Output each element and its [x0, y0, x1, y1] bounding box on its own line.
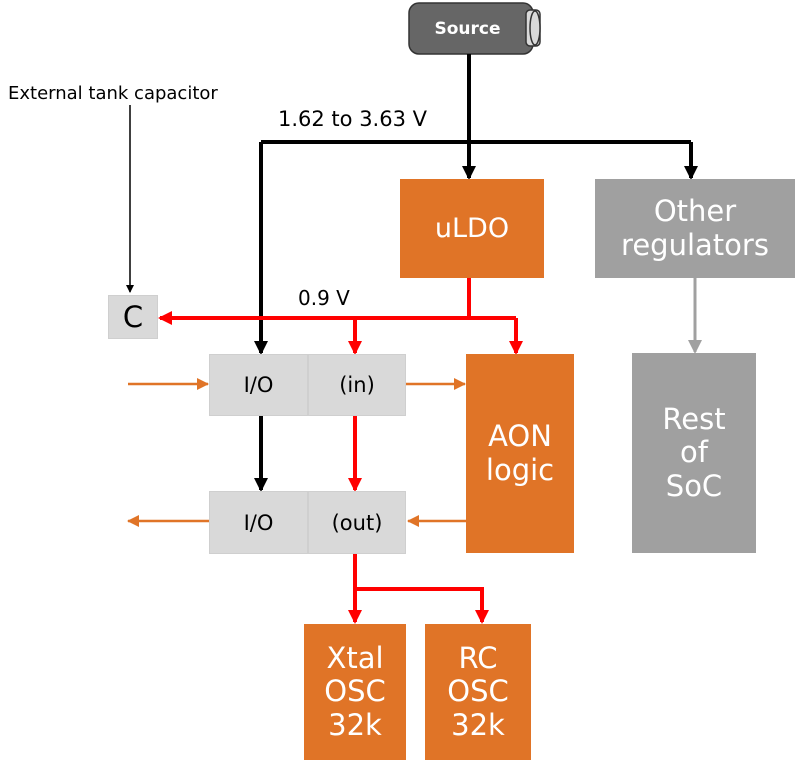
- in-block: (in): [308, 354, 406, 416]
- capacitor-block: C: [108, 295, 158, 339]
- osc-branch-line: [355, 587, 489, 624]
- uldo-block: uLDO: [400, 179, 544, 278]
- rc-osc-block: RC OSC 32k: [425, 624, 531, 760]
- xtal-osc-block: Xtal OSC 32k: [304, 624, 406, 760]
- source-label: Source: [434, 18, 501, 39]
- supply-range-label: 1.62 to 3.63 V: [278, 107, 427, 131]
- rest-of-soc-block: Rest of SoC: [632, 353, 756, 553]
- io-in-block: I/O: [209, 354, 308, 416]
- external-tank-label: External tank capacitor: [8, 83, 218, 104]
- core-voltage-label: 0.9 V: [298, 286, 350, 310]
- io-out-block: I/O: [209, 491, 308, 554]
- battery-icon: [408, 2, 541, 55]
- out-block: (out): [308, 491, 406, 554]
- aon-logic-block: AON logic: [466, 354, 574, 553]
- other-regulators-block: Other regulators: [595, 179, 795, 278]
